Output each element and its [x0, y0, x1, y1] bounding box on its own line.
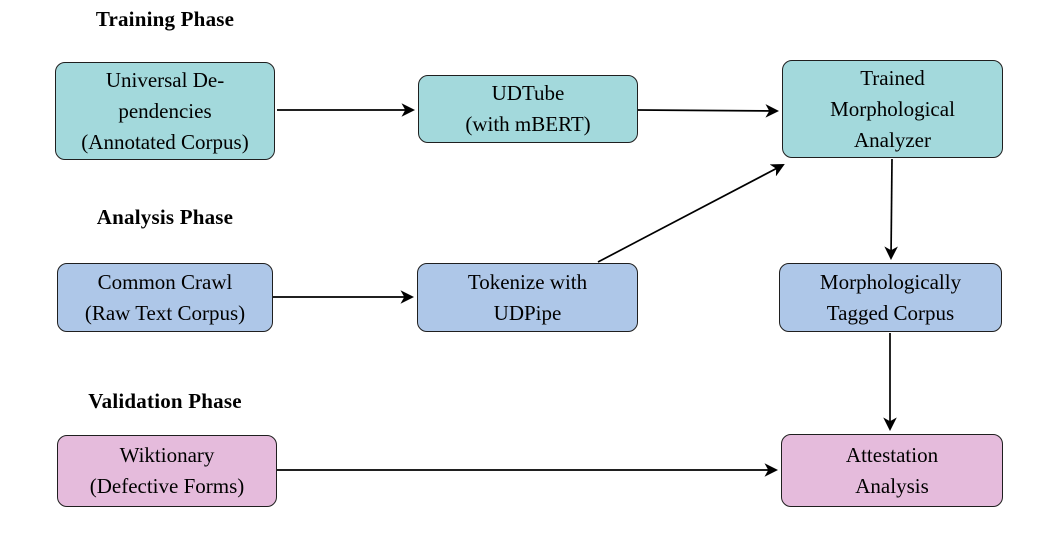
- node-morphologically-tagged-corpus-label: Morphologically Tagged Corpus: [819, 269, 962, 325]
- node-wiktionary: Wiktionary (Defective Forms): [57, 435, 277, 507]
- node-universal-dependencies: Universal De- pendencies (Annotated Corp…: [55, 62, 275, 160]
- edge-udtube-to-trained: [637, 104, 780, 118]
- edge-trained-to-tagged: [884, 158, 898, 261]
- node-udtube: UDTube (with mBERT): [418, 75, 638, 143]
- node-trained-morphological-analyzer: Trained Morphological Analyzer: [782, 60, 1003, 158]
- node-tokenize-with-udpipe: Tokenize with UDPipe: [417, 263, 638, 332]
- node-universal-dependencies-label: Universal De- pendencies (Annotated Corp…: [81, 67, 249, 154]
- edge-tokenize-to-trained: [597, 164, 785, 263]
- node-trained-morphological-analyzer-label: Trained Morphological Analyzer: [830, 65, 955, 152]
- node-tokenize-with-udpipe-label: Tokenize with UDPipe: [467, 269, 588, 325]
- node-attestation-analysis-label: Attestation Analysis: [845, 442, 939, 498]
- node-morphologically-tagged-corpus: Morphologically Tagged Corpus: [779, 263, 1002, 332]
- phase-label-analysis: Analysis Phase: [96, 205, 234, 229]
- node-wiktionary-label: Wiktionary (Defective Forms): [89, 443, 245, 498]
- node-attestation-analysis: Attestation Analysis: [781, 434, 1003, 507]
- node-udtube-label: UDTube (with mBERT): [465, 81, 591, 136]
- node-common-crawl-label: Common Crawl (Raw Text Corpus): [84, 269, 246, 325]
- phase-label-validation: Validation Phase: [88, 389, 242, 413]
- phase-label-training: Training Phase: [95, 7, 235, 31]
- node-common-crawl: Common Crawl (Raw Text Corpus): [57, 263, 273, 332]
